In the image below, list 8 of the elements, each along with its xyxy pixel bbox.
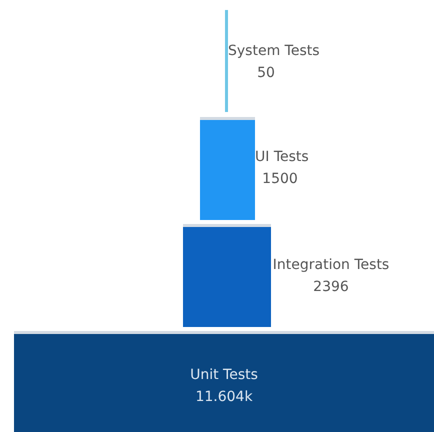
tier-label: System Tests bbox=[228, 42, 320, 61]
tier-label: UI Tests bbox=[255, 148, 309, 167]
test-count: 11.604k bbox=[195, 388, 253, 407]
test-count: 2396 bbox=[313, 278, 349, 297]
test-count: 1500 bbox=[262, 170, 298, 189]
test-count: 50 bbox=[257, 64, 275, 83]
tier-label: Unit Tests bbox=[190, 366, 258, 385]
tier-label: Integration Tests bbox=[272, 256, 390, 275]
